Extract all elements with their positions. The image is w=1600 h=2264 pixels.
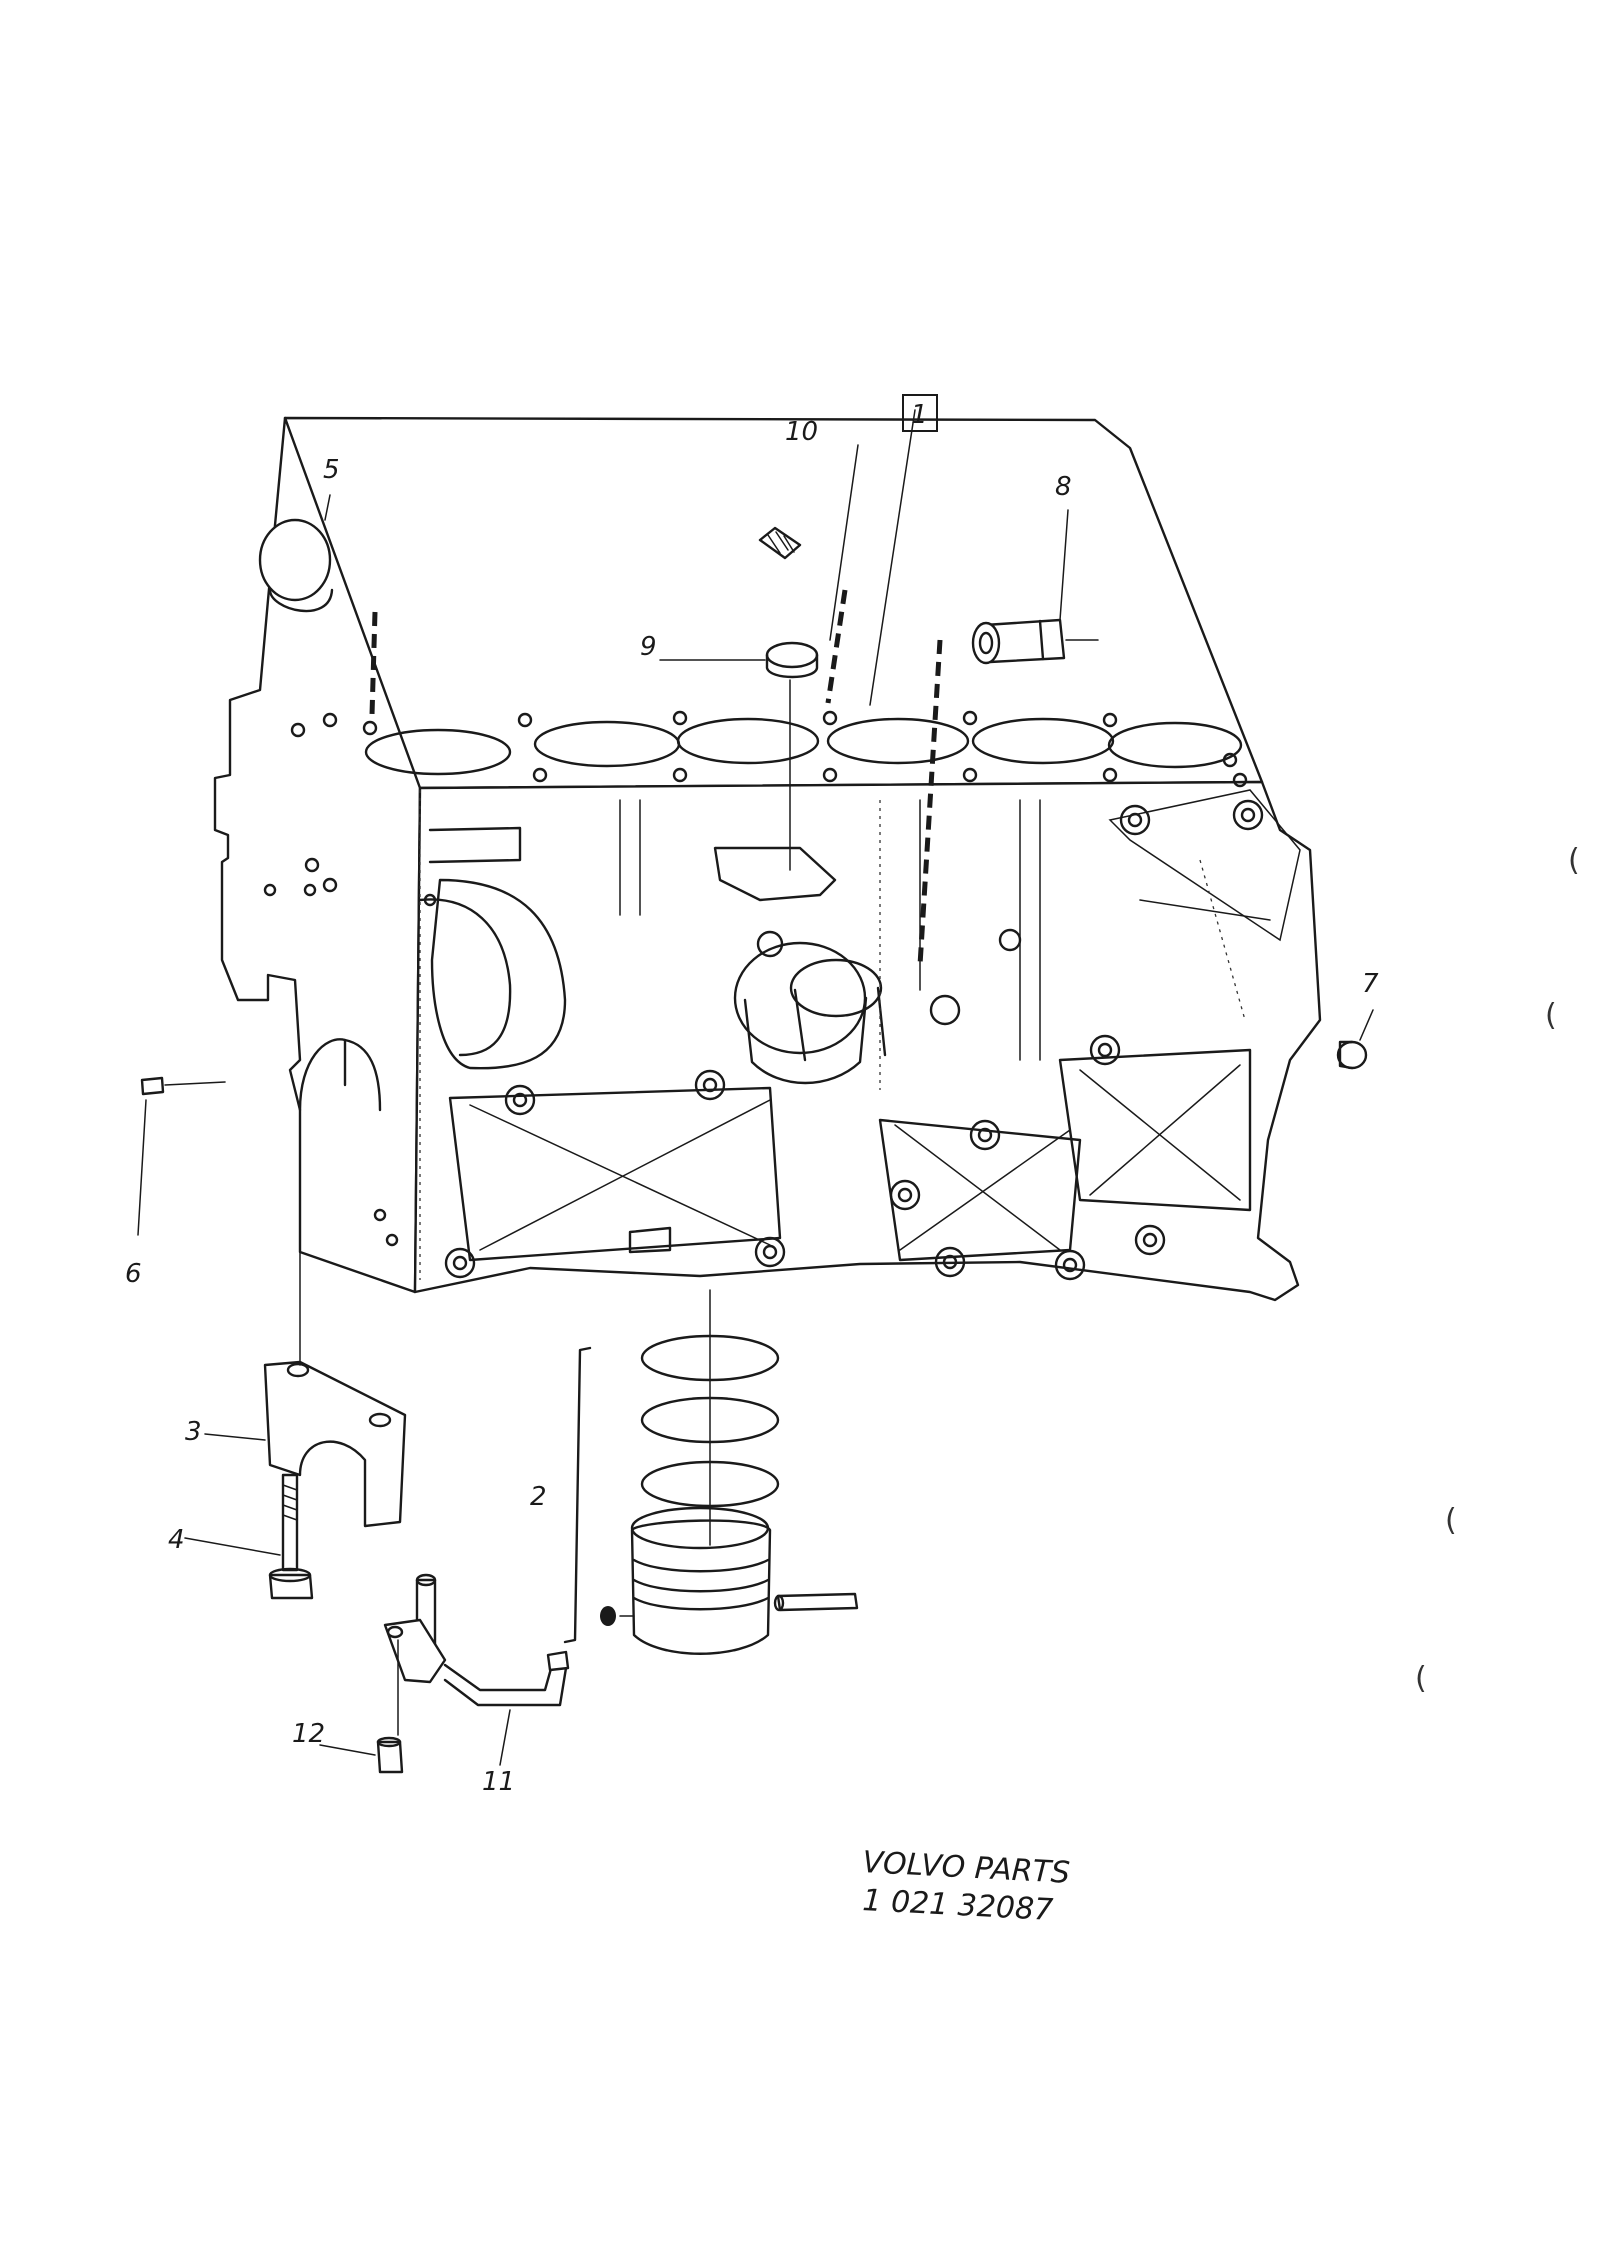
piston-pin <box>773 1592 859 1612</box>
stud <box>758 526 802 560</box>
callout-4: 4 <box>168 1525 185 1555</box>
margin-mark: ( <box>1545 998 1557 1033</box>
callout-8: 8 <box>1055 472 1072 502</box>
leader-5-dashed <box>369 611 378 716</box>
piston <box>630 1506 772 1655</box>
cylinder-block <box>213 416 1322 1302</box>
callout-12: 12 <box>292 1719 325 1749</box>
footer-part-number: 1 021 32087 <box>862 1883 1054 1928</box>
sealing-ring <box>765 641 819 679</box>
sleeve <box>971 618 1066 665</box>
leader-8-dashed <box>917 639 943 966</box>
oil-jet-pipe <box>383 1573 570 1707</box>
callout-6: 6 <box>125 1259 142 1289</box>
dowel-pin <box>140 1076 165 1096</box>
callout-11: 11 <box>482 1767 515 1797</box>
callout-1: 1 <box>911 400 928 430</box>
callout-box-1 <box>902 394 938 432</box>
bracket-2 <box>563 1346 592 1644</box>
leader-10-dashed <box>825 589 848 704</box>
margin-mark: ( <box>1568 843 1580 878</box>
screw <box>376 1736 404 1774</box>
callout-3: 3 <box>185 1417 202 1447</box>
main-bearing-cap <box>263 1360 407 1528</box>
core-plug <box>258 518 334 613</box>
callout-9: 9 <box>640 632 657 662</box>
plug <box>1336 1040 1368 1070</box>
bearing-cap-bolt <box>268 1473 314 1600</box>
callout-2: 2 <box>530 1482 547 1512</box>
callout-7: 7 <box>1362 969 1379 999</box>
callout-5: 5 <box>323 455 340 485</box>
margin-mark: ( <box>1445 1503 1457 1538</box>
leader-lines <box>137 409 1374 1766</box>
circlip <box>600 1606 616 1626</box>
callout-10: 10 <box>785 417 818 447</box>
margin-mark: ( <box>1415 1661 1427 1696</box>
